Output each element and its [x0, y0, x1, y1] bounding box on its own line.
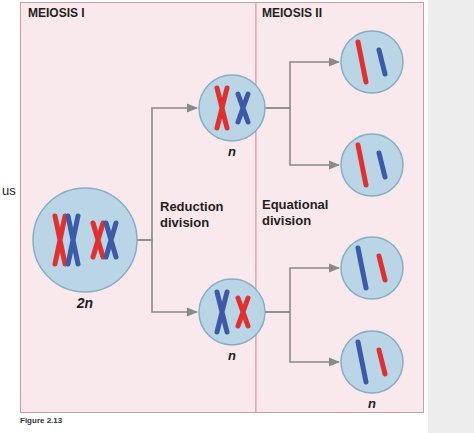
cell: 2n	[33, 188, 137, 292]
chromatid	[358, 248, 366, 288]
chromosome	[238, 298, 248, 326]
cell-outline	[340, 330, 404, 394]
meiosis-i-panel	[21, 3, 257, 413]
cell-fill	[341, 31, 403, 93]
division-arrow	[137, 240, 197, 312]
cell-outline	[340, 133, 404, 197]
chromosome	[217, 292, 227, 332]
cell	[341, 134, 403, 196]
ploidy-label: n	[199, 348, 265, 363]
cell-membrane	[341, 331, 403, 393]
stage-label: Reduction division	[160, 199, 240, 231]
chromatid	[379, 256, 385, 280]
cell	[341, 31, 403, 93]
cell-membrane	[199, 75, 265, 141]
cell-fill	[199, 279, 265, 345]
ploidy-label: n	[341, 396, 403, 411]
cell-fill	[341, 134, 403, 196]
cell-outline	[198, 278, 266, 346]
cell-fill	[199, 75, 265, 141]
cell-outline	[340, 30, 404, 94]
chromatid	[358, 145, 366, 185]
chromosome	[238, 94, 248, 122]
figure-caption: Figure 2.13	[20, 416, 220, 426]
side-strip	[428, 0, 474, 433]
cell-membrane	[341, 31, 403, 93]
panel-title: MEIOSIS II	[262, 6, 382, 21]
chromosomes	[55, 42, 385, 382]
cut-label: us	[2, 183, 32, 199]
chromosome	[106, 223, 116, 257]
meiosis-ii-panel	[256, 3, 424, 413]
panel-title: MEIOSIS I	[28, 6, 148, 21]
chromatid	[358, 42, 366, 82]
cell: n	[341, 331, 403, 393]
cell: n	[199, 75, 265, 141]
cell	[341, 237, 403, 299]
chromosome	[217, 88, 227, 128]
ploidy-label: 2n	[33, 295, 137, 311]
cell-fill	[341, 237, 403, 299]
stage-label: Equational division	[262, 197, 340, 229]
chromatid	[379, 350, 385, 374]
chromosome	[68, 216, 78, 264]
cell-membrane	[341, 134, 403, 196]
division-arrow	[265, 312, 339, 362]
cell-fill	[33, 188, 137, 292]
chromosome	[93, 223, 103, 257]
cell-membrane	[33, 188, 137, 292]
cell-outline	[32, 187, 138, 293]
division-arrow	[265, 268, 339, 312]
cell-fills	[33, 31, 403, 393]
cell: n	[199, 279, 265, 345]
division-arrow	[265, 62, 339, 108]
chromatid	[379, 50, 385, 74]
cell-outline	[340, 236, 404, 300]
division-arrow	[265, 108, 339, 165]
chromatid	[379, 153, 385, 177]
chromatid	[358, 342, 366, 382]
chromosome	[55, 216, 65, 264]
ploidy-label: n	[199, 144, 265, 159]
cell-fill	[341, 331, 403, 393]
cell-outline	[198, 74, 266, 142]
cell-membrane	[199, 279, 265, 345]
cell-membrane	[341, 237, 403, 299]
